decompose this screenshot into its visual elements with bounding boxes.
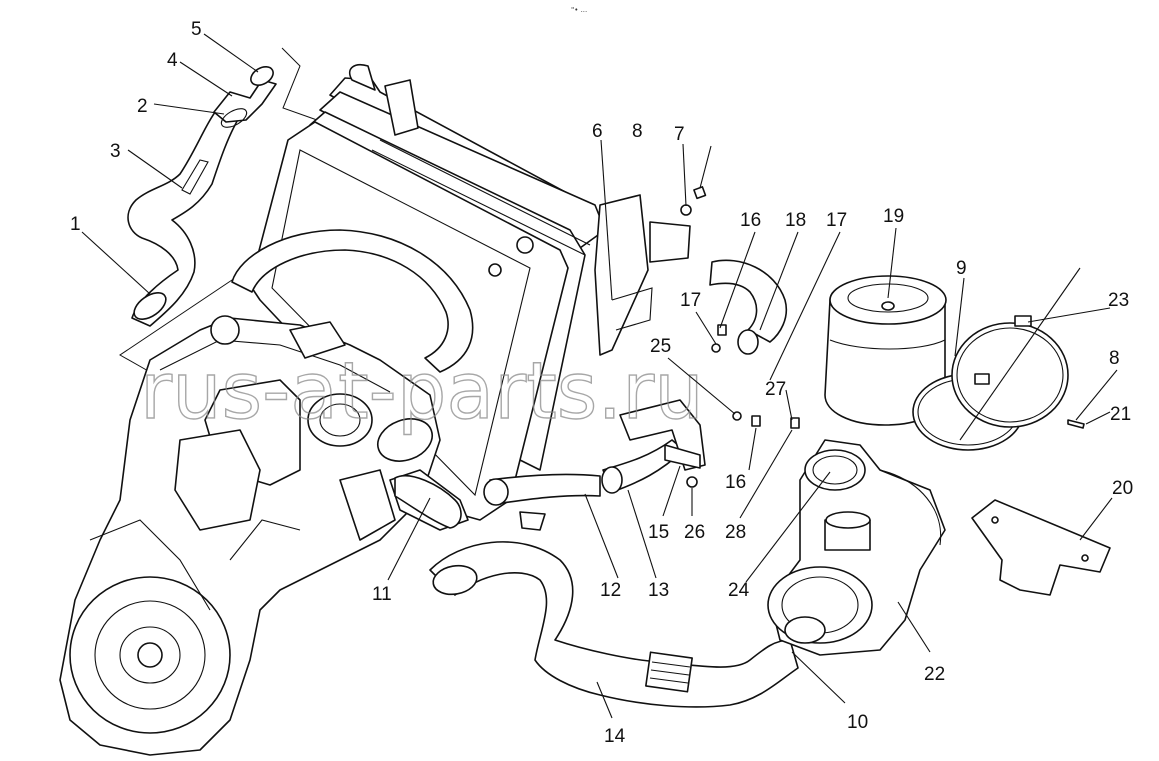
callout-6: 6 xyxy=(592,121,603,142)
callout-11: 11 xyxy=(372,584,392,605)
callout-26: 26 xyxy=(684,522,705,543)
fan-shroud xyxy=(231,229,474,373)
callout-labels: 1 2 3 4 5 6 8 7 16 18 17 19 9 23 17 25 8… xyxy=(70,19,1133,747)
callout-8a: 8 xyxy=(632,121,643,142)
callout-17a: 17 xyxy=(826,210,847,231)
callout-1: 1 xyxy=(70,214,81,235)
callout-15: 15 xyxy=(648,522,669,543)
callout-13: 13 xyxy=(648,580,669,601)
fasteners xyxy=(680,186,1085,488)
callout-8b: 8 xyxy=(1109,348,1120,369)
pipe-12 xyxy=(483,473,601,531)
callout-3: 3 xyxy=(110,141,121,162)
radiator-assembly xyxy=(249,64,691,521)
callout-25: 25 xyxy=(650,336,671,357)
header-mark: "• ... xyxy=(571,6,587,14)
watermark: rus-at-parts.ru xyxy=(140,347,704,437)
intake-pipe-assembly xyxy=(127,66,277,327)
callout-20: 20 xyxy=(1112,478,1133,499)
bracket-20 xyxy=(971,499,1111,596)
callout-17b: 17 xyxy=(680,290,701,311)
callout-7: 7 xyxy=(674,124,685,145)
callout-27: 27 xyxy=(765,379,786,400)
leader-lines xyxy=(81,33,1118,719)
callout-28: 28 xyxy=(725,522,746,543)
callout-10: 10 xyxy=(847,712,868,733)
engine-block xyxy=(59,315,469,756)
callout-19: 19 xyxy=(883,206,904,227)
callout-24: 24 xyxy=(728,580,750,601)
air-cleaner-housing-22 xyxy=(767,439,946,656)
callout-18: 18 xyxy=(785,210,806,231)
callout-12: 12 xyxy=(600,580,621,601)
air-cleaner-cover-19 xyxy=(824,275,947,426)
clamp-bands xyxy=(912,315,1069,451)
assembly-dashed-lines xyxy=(119,47,318,373)
callout-2: 2 xyxy=(137,96,148,117)
pipe-13 xyxy=(601,439,685,494)
hose-18 xyxy=(709,259,788,355)
callout-4: 4 xyxy=(167,50,178,71)
callout-16a: 16 xyxy=(740,210,761,231)
callout-22: 22 xyxy=(924,664,945,685)
callout-14: 14 xyxy=(604,726,626,747)
callout-9: 9 xyxy=(956,258,967,279)
callout-5: 5 xyxy=(191,19,202,40)
callout-21: 21 xyxy=(1110,404,1131,425)
callout-23: 23 xyxy=(1108,290,1129,311)
callout-16b: 16 xyxy=(725,472,746,493)
bracket-15 xyxy=(619,399,706,471)
